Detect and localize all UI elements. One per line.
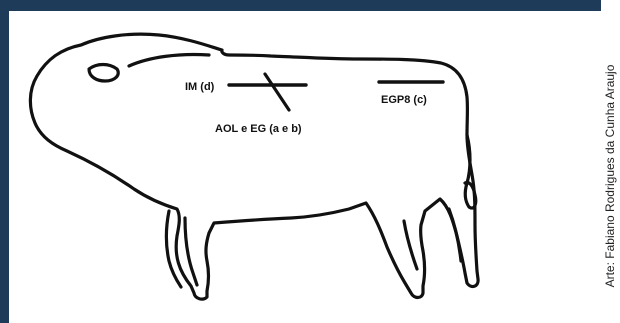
cow-figure: IM (d) AOL e EG (a e b) EGP8 (c) — [9, 11, 601, 323]
aol-eg-label: AOL e EG (a e b) — [215, 123, 302, 135]
egp8-label: EGP8 (c) — [381, 94, 427, 106]
frame-top-border — [0, 0, 601, 11]
cow-ear — [89, 65, 118, 82]
cow-rear-leg-back — [449, 209, 461, 261]
cow-outline-drawing — [9, 11, 601, 323]
frame-left-border — [0, 0, 9, 323]
cow-front-inner-leg — [185, 218, 197, 285]
cow-body-outline — [30, 34, 478, 299]
artist-credit: Arte: Fabiano Rodrigues da Cunha Araujo — [603, 65, 617, 288]
cow-neck-line — [129, 54, 209, 66]
cow-rear-inner-leg — [404, 221, 417, 269]
im-label: IM (d) — [185, 81, 214, 93]
aol-eg-measure-line — [265, 74, 289, 110]
